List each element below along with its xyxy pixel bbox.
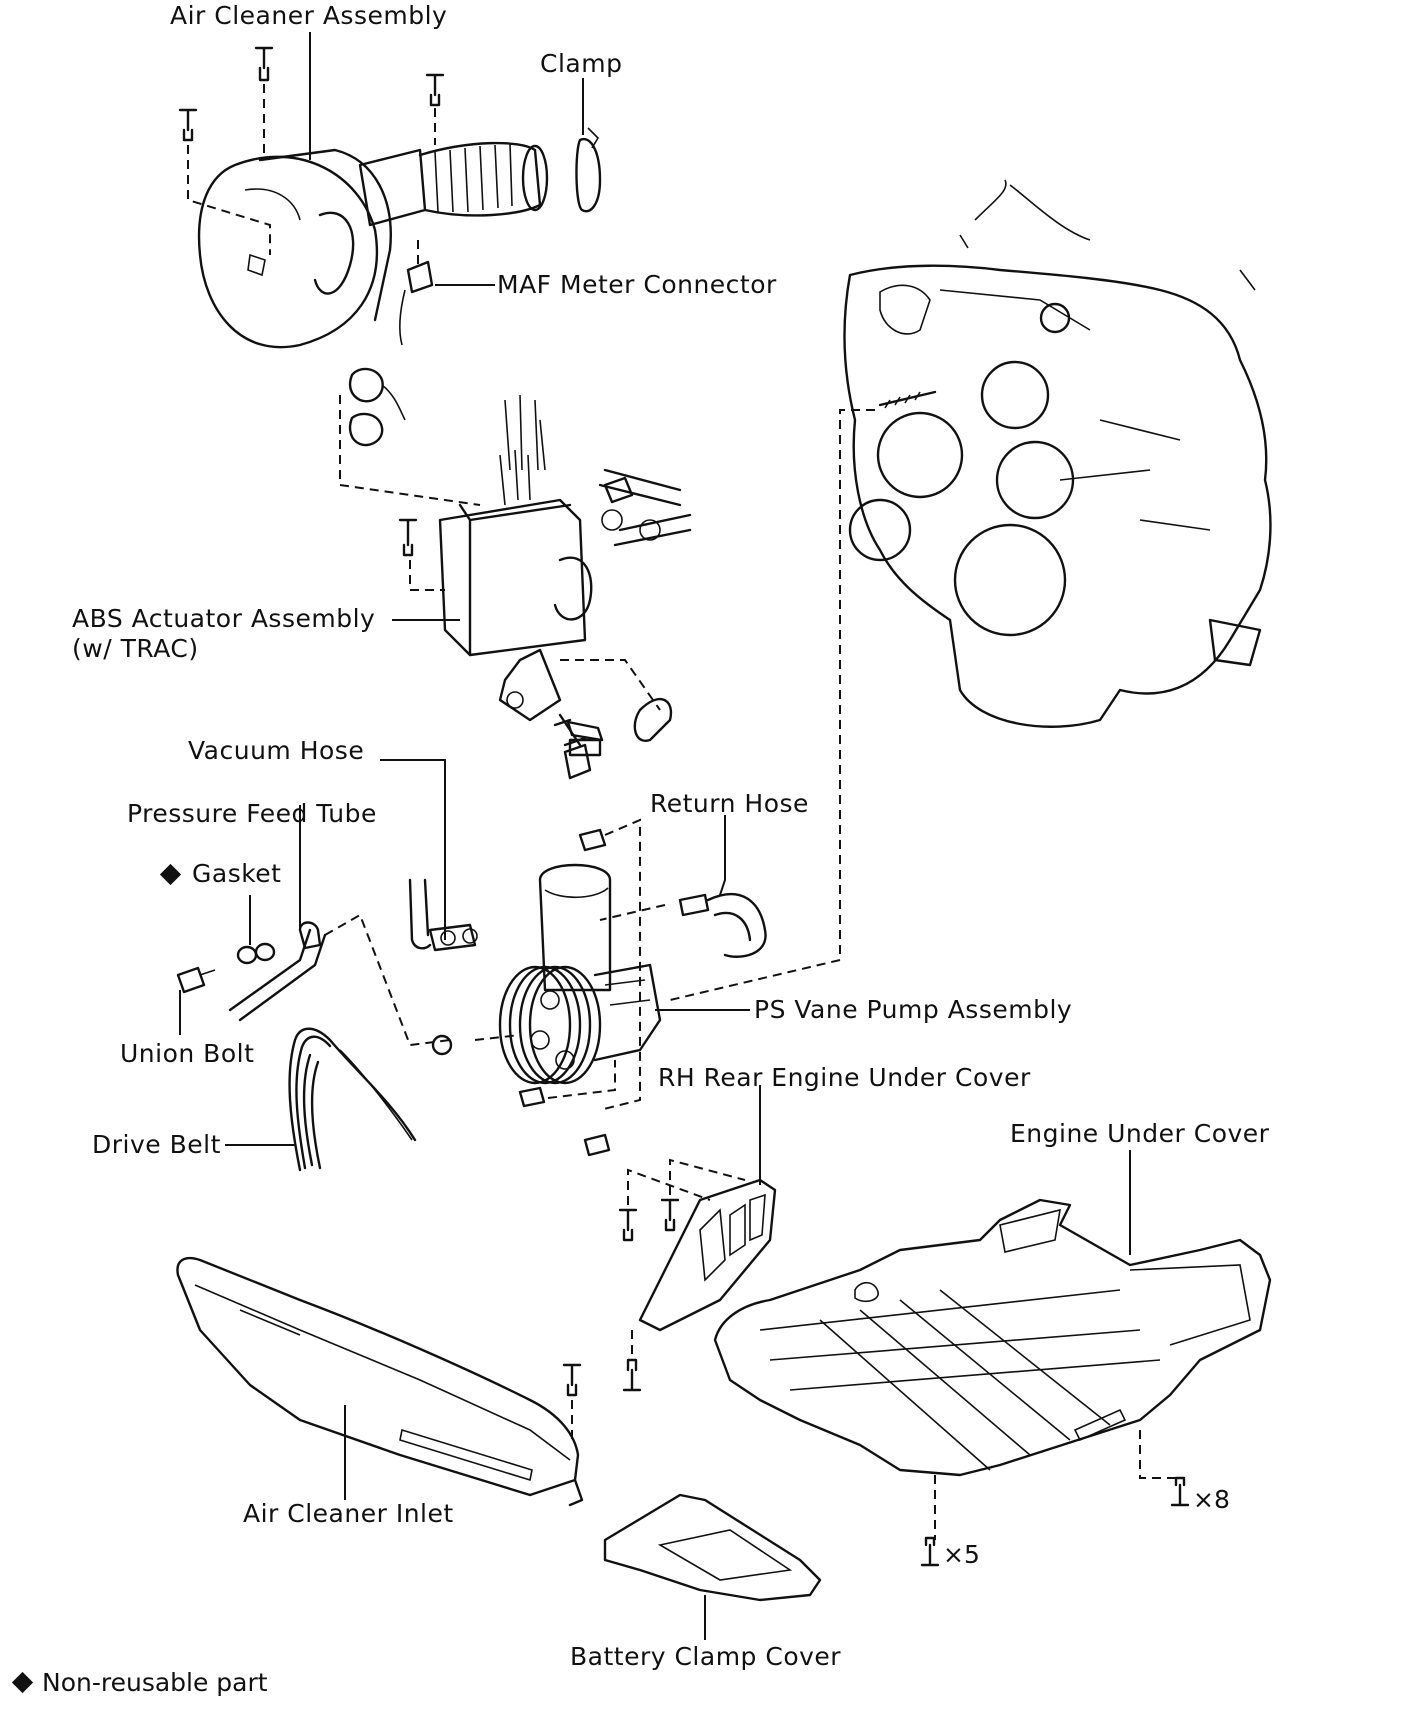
label-maf-meter-connector: MAF Meter Connector: [497, 270, 777, 299]
qty-under-cover-rear-bolts: ×8: [1193, 1485, 1230, 1514]
label-engine-under-cover: Engine Under Cover: [1010, 1119, 1270, 1148]
engine-under-cover-drawing: [713, 1198, 1272, 1567]
legend: Non-reusable part: [12, 1668, 268, 1697]
abs-actuator-drawing: [339, 367, 692, 780]
label-air-cleaner-assembly: Air Cleaner Assembly: [170, 1, 448, 30]
ps-vane-pump-drawing: [431, 818, 767, 1157]
label-battery-clamp-cover: Battery Clamp Cover: [570, 1642, 842, 1671]
rh-rear-cover-drawing: [618, 1158, 777, 1392]
air-cleaner-assembly-drawing: [178, 46, 602, 349]
label-union-bolt: Union Bolt: [120, 1039, 255, 1068]
label-drive-belt: Drive Belt: [92, 1130, 221, 1159]
legend-text: Non-reusable part: [42, 1668, 268, 1697]
label-pressure-feed-tube: Pressure Feed Tube: [127, 799, 377, 828]
label-gasket: Gasket: [192, 859, 282, 888]
battery-clamp-cover-drawing: [603, 1493, 822, 1602]
drive-belt-drawing: [288, 1027, 417, 1172]
label-clamp: Clamp: [540, 49, 623, 78]
label-return-hose: Return Hose: [650, 789, 809, 818]
non-reusable-diamond-icon: [159, 863, 182, 886]
label-abs-actuator-assembly: ABS Actuator Assembly: [72, 604, 376, 633]
air-cleaner-inlet-drawing: [176, 1256, 584, 1507]
label-air-cleaner-inlet: Air Cleaner Inlet: [243, 1499, 454, 1528]
label-ps-vane-pump-assembly: PS Vane Pump Assembly: [754, 995, 1073, 1024]
qty-under-cover-front-bolts: ×5: [943, 1540, 980, 1569]
label-vacuum-hose: Vacuum Hose: [188, 736, 365, 765]
engine-block-drawing: [669, 179, 1272, 1001]
label-rh-rear-engine-under-cover: RH Rear Engine Under Cover: [658, 1063, 1031, 1092]
leader-lines: [179, 32, 1131, 1640]
non-reusable-diamond-icon: [12, 1672, 34, 1694]
label-abs-actuator-note: (w/ TRAC): [72, 634, 199, 663]
